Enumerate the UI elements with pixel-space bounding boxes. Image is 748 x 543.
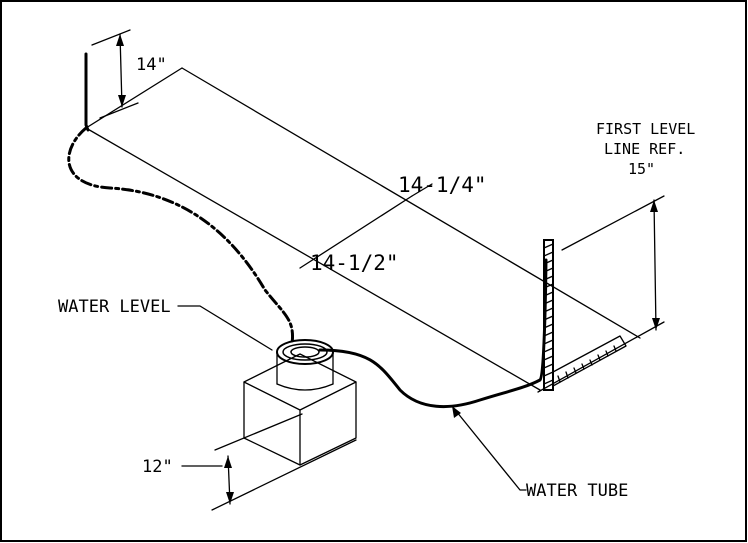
water-level-label: WATER LEVEL [58, 297, 171, 317]
bottom-dimension [181, 413, 357, 511]
top-dimension [91, 29, 139, 119]
water-tube-leader [451, 405, 527, 491]
dim-diag-upper-label: 14-1/4" [398, 173, 487, 197]
ruler [552, 335, 627, 387]
dim-top-label: 14" [136, 55, 167, 75]
slab-line-mid [299, 195, 413, 269]
slab-line-upper [85, 67, 183, 129]
dim-bottom-label: 12" [142, 457, 173, 477]
slab-line-back [181, 67, 641, 339]
water-hose-right [318, 258, 548, 409]
water-level-cylinder [276, 339, 334, 391]
water-tube-arrow [452, 406, 461, 418]
first-level-line2: LINE REF. [604, 140, 685, 158]
left-post [84, 52, 90, 132]
slab-line-mid-ext [411, 183, 433, 197]
first-level-line1: FIRST LEVEL [596, 120, 695, 138]
water-hose-left [67, 126, 295, 346]
water-level-leader [177, 305, 273, 351]
first-level-value: 15" [628, 160, 655, 178]
water-level-box [243, 353, 357, 466]
dim-diag-lower-label: 14-1/2" [310, 251, 399, 275]
water-tube-label: WATER TUBE [526, 481, 628, 501]
slab-line-edge-right [537, 321, 665, 393]
first-level-dimension [561, 195, 665, 331]
